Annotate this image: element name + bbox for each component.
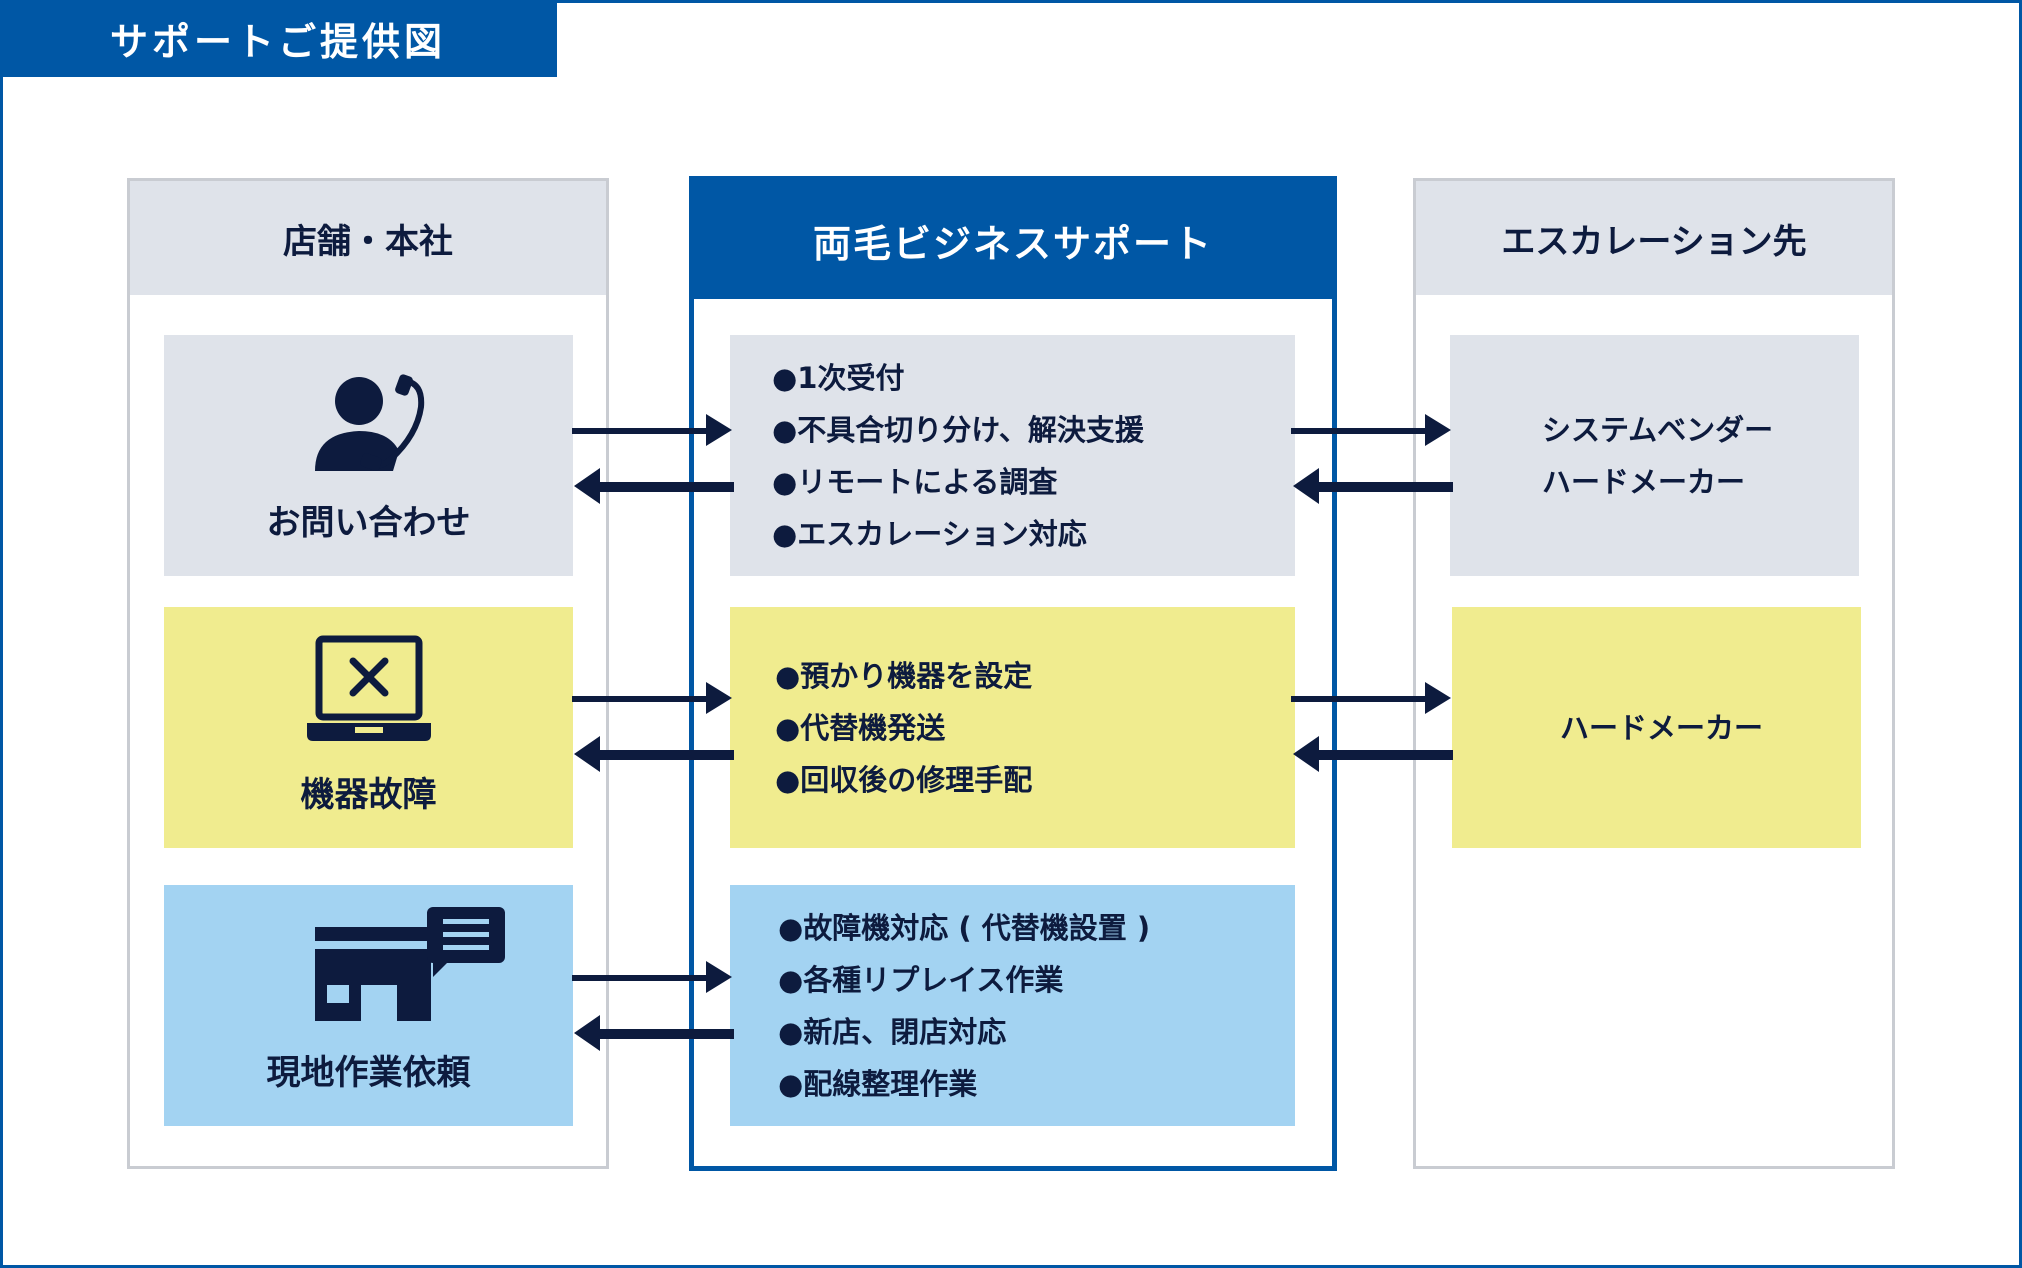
left-box-inquiry: お問い合わせ	[164, 335, 573, 576]
column-store-hq: 店舗・本社	[127, 178, 609, 1169]
right-box-inquiry: システムベンダー ハードメーカー	[1450, 335, 1859, 576]
right-box-device-failure: ハードメーカー	[1452, 607, 1861, 848]
list-item: システムベンダー	[1542, 412, 1774, 447]
list-item: ハードメーカー	[1559, 710, 1763, 745]
diagram-title: サポートご提供図	[0, 0, 557, 77]
arrow-pair-row1-right	[1291, 414, 1453, 504]
list-item: ●各種リプレイス作業	[778, 962, 1064, 997]
column-header-right: エスカレーション先	[1416, 181, 1892, 295]
middle-box-inquiry: ●1次受付 ●不具合切り分け、解決支援 ●リモートによる調査 ●エスカレーション…	[730, 335, 1295, 576]
list-item: ●エスカレーション対応	[772, 516, 1087, 551]
list-item: ●不具合切り分け、解決支援	[772, 412, 1144, 447]
list-item: ●代替機発送	[775, 710, 946, 745]
left-label-onsite-request: 現地作業依頼	[266, 1053, 471, 1093]
arrow-pair-row2-left	[572, 682, 734, 772]
column-header-left: 店舗・本社	[130, 181, 606, 295]
arrow-pair-row2-right	[1291, 682, 1453, 772]
list-item: ●預かり機器を設定	[775, 658, 1033, 693]
column-header-middle: 両毛ビジネスサポート	[694, 181, 1332, 299]
list-item: ハードメーカー	[1542, 464, 1746, 499]
middle-box-device-failure: ●預かり機器を設定 ●代替機発送 ●回収後の修理手配	[730, 607, 1295, 848]
list-item: ●新店、閉店対応	[778, 1014, 1007, 1049]
left-label-device-failure: 機器故障	[300, 775, 437, 815]
list-item: ●リモートによる調査	[772, 464, 1058, 499]
laptop-error-icon	[303, 635, 435, 767]
column-escalation: エスカレーション先	[1413, 178, 1895, 1169]
list-item: ●配線整理作業	[778, 1066, 978, 1101]
store-message-icon	[299, 905, 509, 1045]
column-ryomo-support: 両毛ビジネスサポート	[689, 176, 1337, 1171]
person-phone-icon	[309, 373, 429, 495]
left-box-device-failure: 機器故障	[164, 607, 573, 848]
list-item: ●故障機対応 ( 代替機設置 )	[778, 910, 1151, 945]
middle-box-onsite-request: ●故障機対応 ( 代替機設置 ) ●各種リプレイス作業 ●新店、閉店対応 ●配線…	[730, 885, 1295, 1126]
list-item: ●1次受付	[772, 360, 905, 395]
list-item: ●回収後の修理手配	[775, 762, 1033, 797]
arrow-pair-row3-left	[572, 961, 734, 1051]
arrow-pair-row1-left	[572, 414, 734, 504]
left-box-onsite-request: 現地作業依頼	[164, 885, 573, 1126]
left-label-inquiry: お問い合わせ	[266, 503, 471, 543]
